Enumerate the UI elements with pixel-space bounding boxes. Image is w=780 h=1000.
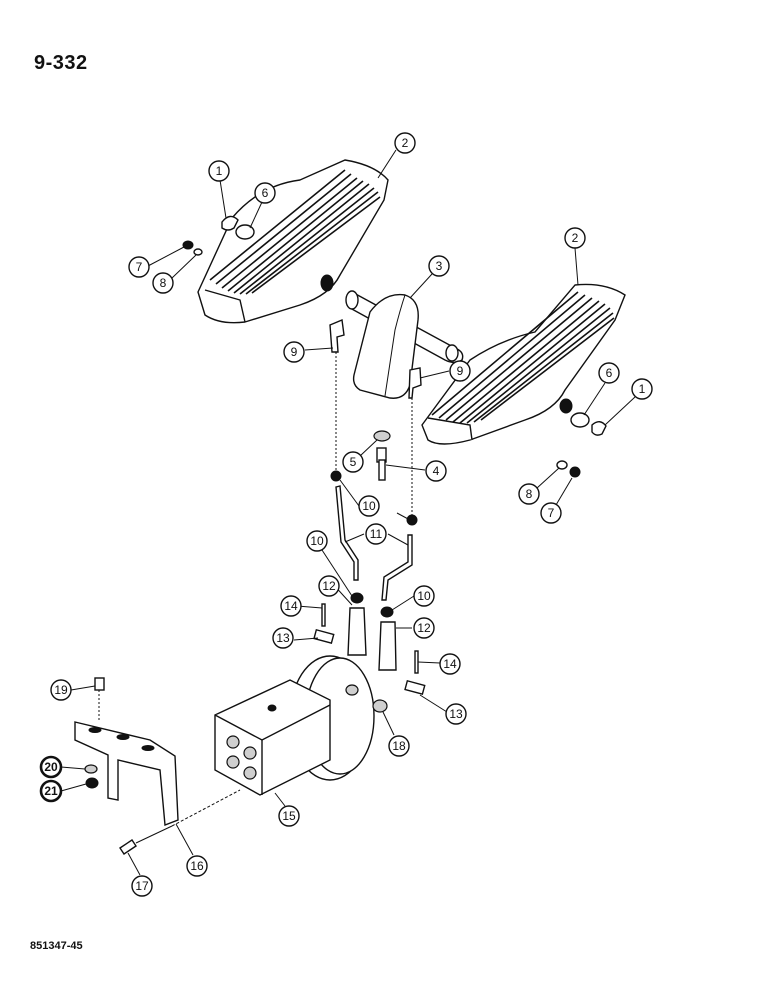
callout-20: 20 bbox=[39, 755, 63, 779]
callout-12-left: 12 bbox=[318, 575, 340, 597]
svg-text:7: 7 bbox=[548, 506, 555, 520]
callout-19: 19 bbox=[50, 679, 72, 701]
callout-15: 15 bbox=[278, 805, 300, 827]
right-pedal bbox=[421, 283, 626, 445]
callout-9-left: 9 bbox=[283, 341, 305, 363]
callout-4: 4 bbox=[425, 460, 447, 482]
svg-text:5: 5 bbox=[350, 455, 357, 469]
svg-text:13: 13 bbox=[449, 707, 463, 721]
left-clip-and-washer bbox=[182, 215, 255, 256]
callout-14-left: 14 bbox=[280, 595, 302, 617]
leader-lines bbox=[60, 149, 636, 876]
svg-text:16: 16 bbox=[190, 859, 204, 873]
callout-7-right: 7 bbox=[540, 502, 562, 524]
svg-text:11: 11 bbox=[370, 527, 383, 541]
callout-13-right: 13 bbox=[445, 703, 467, 725]
svg-text:10: 10 bbox=[310, 534, 324, 548]
svg-text:1: 1 bbox=[216, 164, 223, 178]
svg-text:8: 8 bbox=[160, 276, 167, 290]
figure-code: 851347-45 bbox=[30, 940, 83, 952]
right-clip-and-washer bbox=[556, 412, 607, 478]
linkage-rods bbox=[313, 352, 426, 696]
callout-12-right: 12 bbox=[413, 617, 435, 639]
svg-text:2: 2 bbox=[402, 136, 409, 150]
callout-3: 3 bbox=[428, 255, 450, 277]
callout-1-left: 1 bbox=[208, 160, 230, 182]
callout-8-left: 8 bbox=[152, 272, 174, 294]
svg-text:10: 10 bbox=[362, 499, 376, 513]
callout-6-right: 6 bbox=[598, 362, 620, 384]
callout-18: 18 bbox=[388, 735, 410, 757]
svg-text:21: 21 bbox=[44, 784, 58, 798]
pivot-bracket bbox=[345, 290, 464, 399]
callout-6-left: 6 bbox=[254, 182, 276, 204]
left-pedal bbox=[197, 159, 389, 324]
callout-1-right: 1 bbox=[631, 378, 653, 400]
svg-text:9: 9 bbox=[457, 364, 464, 378]
svg-text:4: 4 bbox=[433, 464, 440, 478]
callout-8-right: 8 bbox=[518, 483, 540, 505]
svg-text:20: 20 bbox=[44, 760, 58, 774]
pivot-bolts bbox=[329, 319, 422, 481]
callout-7-left: 7 bbox=[128, 256, 150, 278]
svg-text:17: 17 bbox=[135, 879, 149, 893]
svg-text:1: 1 bbox=[639, 382, 646, 396]
svg-text:15: 15 bbox=[282, 809, 296, 823]
callout-2-left: 2 bbox=[394, 132, 416, 154]
svg-text:12: 12 bbox=[417, 621, 431, 635]
svg-text:13: 13 bbox=[276, 631, 290, 645]
mounting-bracket bbox=[74, 677, 241, 855]
svg-text:3: 3 bbox=[436, 259, 443, 273]
svg-text:7: 7 bbox=[136, 260, 143, 274]
svg-text:14: 14 bbox=[443, 657, 457, 671]
svg-text:19: 19 bbox=[54, 683, 68, 697]
svg-text:6: 6 bbox=[606, 366, 613, 380]
svg-text:6: 6 bbox=[262, 186, 269, 200]
svg-text:14: 14 bbox=[284, 599, 298, 613]
svg-text:12: 12 bbox=[322, 579, 336, 593]
callout-17: 17 bbox=[131, 875, 153, 897]
page-number: 9-332 bbox=[34, 52, 88, 74]
svg-text:18: 18 bbox=[392, 739, 406, 753]
callout-16: 16 bbox=[186, 855, 208, 877]
svg-text:10: 10 bbox=[417, 589, 431, 603]
svg-text:9: 9 bbox=[291, 345, 298, 359]
callout-21: 21 bbox=[39, 779, 63, 803]
callout-10-right: 10 bbox=[413, 585, 435, 607]
svg-text:2: 2 bbox=[572, 231, 579, 245]
valve-assembly bbox=[214, 655, 388, 796]
callout-9-right: 9 bbox=[449, 360, 471, 382]
callout-13-left: 13 bbox=[272, 627, 294, 649]
callout-10-upper-left: 10 bbox=[358, 495, 380, 517]
svg-text:8: 8 bbox=[526, 487, 533, 501]
callout-14-right: 14 bbox=[439, 653, 461, 675]
callout-2-right: 2 bbox=[564, 227, 586, 249]
callout-5: 5 bbox=[342, 451, 364, 473]
callout-11: 11 bbox=[365, 523, 387, 545]
callout-10-mid: 10 bbox=[306, 530, 328, 552]
